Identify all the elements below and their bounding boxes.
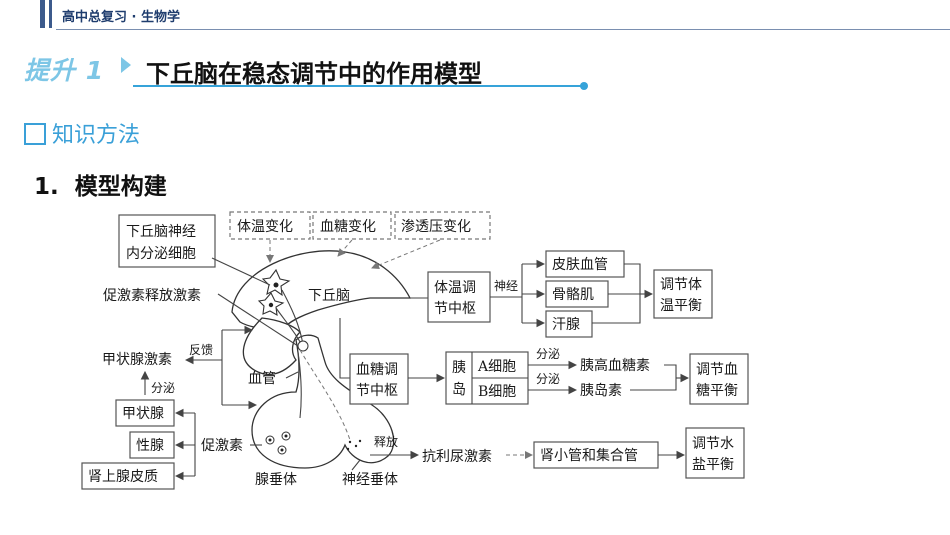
stimulus-box-glucose: [312, 211, 392, 240]
header-accent-bar: [40, 0, 45, 28]
temp-balance-line1: 调节体: [660, 277, 702, 293]
topic-badge: 提升 1: [24, 56, 105, 85]
kidney-label: 肾小管和集合管: [540, 447, 638, 464]
water-salt-line1: 调节水: [692, 436, 734, 452]
water-salt-line2: 盐平衡: [692, 457, 734, 473]
release-label: 释放: [374, 434, 398, 449]
glucagon-label: 胰高血糖素: [580, 357, 650, 374]
a-cell: A细胞: [477, 359, 516, 375]
stimulus-osmotic: 渗透压变化: [401, 219, 471, 235]
temp-center-box: [427, 271, 491, 323]
pancreas-line2: 岛: [452, 382, 466, 398]
effector-sweat: 汗腺: [552, 317, 580, 333]
pancreas-line1: 胰: [452, 360, 466, 376]
neuron-label-line2: 内分泌细胞: [126, 246, 196, 262]
neurohypophysis-label: 神经垂体: [342, 472, 398, 488]
tropic-hormone-label: 促激素: [201, 437, 243, 454]
water-salt-box: [685, 427, 745, 479]
gland-gonad: 性腺: [136, 438, 164, 454]
gland-adrenal: 肾上腺皮质: [88, 469, 158, 485]
gland-box-adrenal: [81, 462, 175, 490]
header-accent-bar-thin: [49, 0, 52, 28]
subsection-label: 模型构建: [74, 174, 167, 200]
neuron-cells: [257, 268, 362, 455]
secrete-b-label: 分泌: [536, 372, 560, 386]
stimulus-temp: 体温变化: [237, 219, 293, 235]
neuron-pointer-line: [211, 257, 271, 286]
stimulus-box-osmotic: [394, 211, 491, 240]
b-cell: B细胞: [478, 384, 516, 400]
effector-box-skin: [545, 250, 625, 278]
subsection-number: 1: [34, 174, 51, 200]
glucose-center-line1: 血糖调: [356, 362, 398, 378]
temp-balance-line2: 温平衡: [660, 298, 702, 314]
glucose-balance-line1: 调节血: [696, 362, 738, 378]
trh-pointer-line: [217, 293, 299, 347]
header-divider: [56, 29, 950, 30]
temp-center-line1: 体温调: [434, 280, 476, 296]
glucose-balance-line2: 糖平衡: [696, 383, 738, 399]
section-heading: 知识方法: [24, 117, 140, 149]
stimulus-arrow-3: [371, 239, 441, 270]
glucose-center-line2: 节中枢: [356, 383, 398, 399]
title-underline-dot: [580, 82, 588, 90]
glucose-center-box: [349, 353, 409, 405]
stimulus-box-temp: [229, 211, 311, 240]
hypothalamus-label: 下丘脑: [308, 288, 350, 304]
gland-thyroid: 甲状腺: [122, 406, 164, 422]
top-bar: [0, 0, 950, 32]
checkbox-icon: [24, 123, 46, 145]
gland-box-gonad: [129, 431, 175, 459]
adh-label: 抗利尿激素: [422, 448, 492, 465]
page-title: 下丘脑在稳态调节中的作用模型: [146, 60, 482, 88]
badge-arrow-icon: [121, 57, 131, 73]
kidney-box: [533, 441, 659, 469]
adenohypophysis-label: 腺垂体: [255, 472, 297, 488]
secrete-a-label: 分泌: [536, 347, 560, 361]
stimulus-glucose: 血糖变化: [320, 219, 376, 235]
trh-label: 促激素释放激素: [103, 287, 201, 304]
glucose-center-link: [339, 318, 350, 379]
thyroid-hormone-label: 甲状腺激素: [102, 351, 172, 368]
effector-skin: 皮肤血管: [552, 257, 608, 273]
course-header: 高中总复习 · 生物学: [62, 10, 180, 25]
feedback-label: 反馈: [189, 343, 213, 357]
neurohypophysis-pointer: [351, 459, 361, 471]
glucose-balance-box: [689, 353, 749, 405]
temp-balance-box: [653, 269, 713, 319]
neuron-label-box: [118, 214, 216, 268]
nerve-label: 神经: [494, 279, 518, 293]
subsection-heading: 1. 模型构建: [34, 174, 167, 200]
title-underline: [133, 85, 583, 87]
section-label: 知识方法: [52, 123, 141, 148]
blood-vessel-pointer: [285, 371, 299, 379]
stimulus-arrow-2: [337, 239, 353, 257]
effector-box-muscle: [545, 280, 609, 308]
effector-box-sweat: [545, 310, 593, 338]
blood-vessel-label: 血管: [248, 371, 276, 387]
gland-box-thyroid: [115, 399, 175, 427]
neuron-label-line1: 下丘脑神经: [126, 224, 196, 240]
temp-center-line2: 节中枢: [434, 301, 476, 317]
effector-muscle: 骨骼肌: [552, 287, 594, 303]
insulin-label: 胰岛素: [580, 383, 622, 399]
pancreas-dividers: [471, 352, 528, 404]
secrete-label: 分泌: [151, 381, 175, 395]
